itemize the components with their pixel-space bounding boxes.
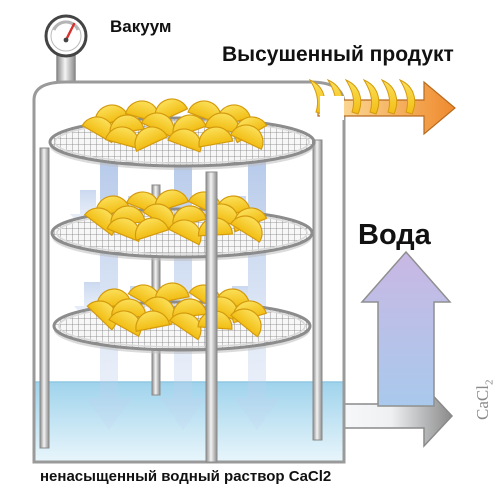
vacuum-label: Вакуум bbox=[110, 17, 172, 36]
drying-tray bbox=[48, 92, 316, 170]
dried-product-label: Высушенный продукт bbox=[222, 43, 454, 66]
vacuum-gauge-icon bbox=[44, 14, 88, 83]
tray-rack-front-post bbox=[205, 171, 218, 463]
drying-tray bbox=[52, 277, 312, 354]
dried-apple-slice bbox=[398, 78, 416, 115]
water-label: Вода bbox=[358, 219, 431, 251]
dried-apple-slice bbox=[344, 78, 362, 115]
drying-trays bbox=[48, 92, 316, 354]
dried-apple-slice bbox=[362, 78, 380, 115]
dried-apple-slice bbox=[380, 78, 398, 115]
cacl2-formula-label: CaCl2 bbox=[473, 379, 496, 420]
water-vapour-arrow bbox=[360, 250, 452, 407]
drying-tray bbox=[50, 184, 314, 261]
solution-caption: ненасыщенный водный раствор CaCl2 bbox=[40, 468, 332, 485]
